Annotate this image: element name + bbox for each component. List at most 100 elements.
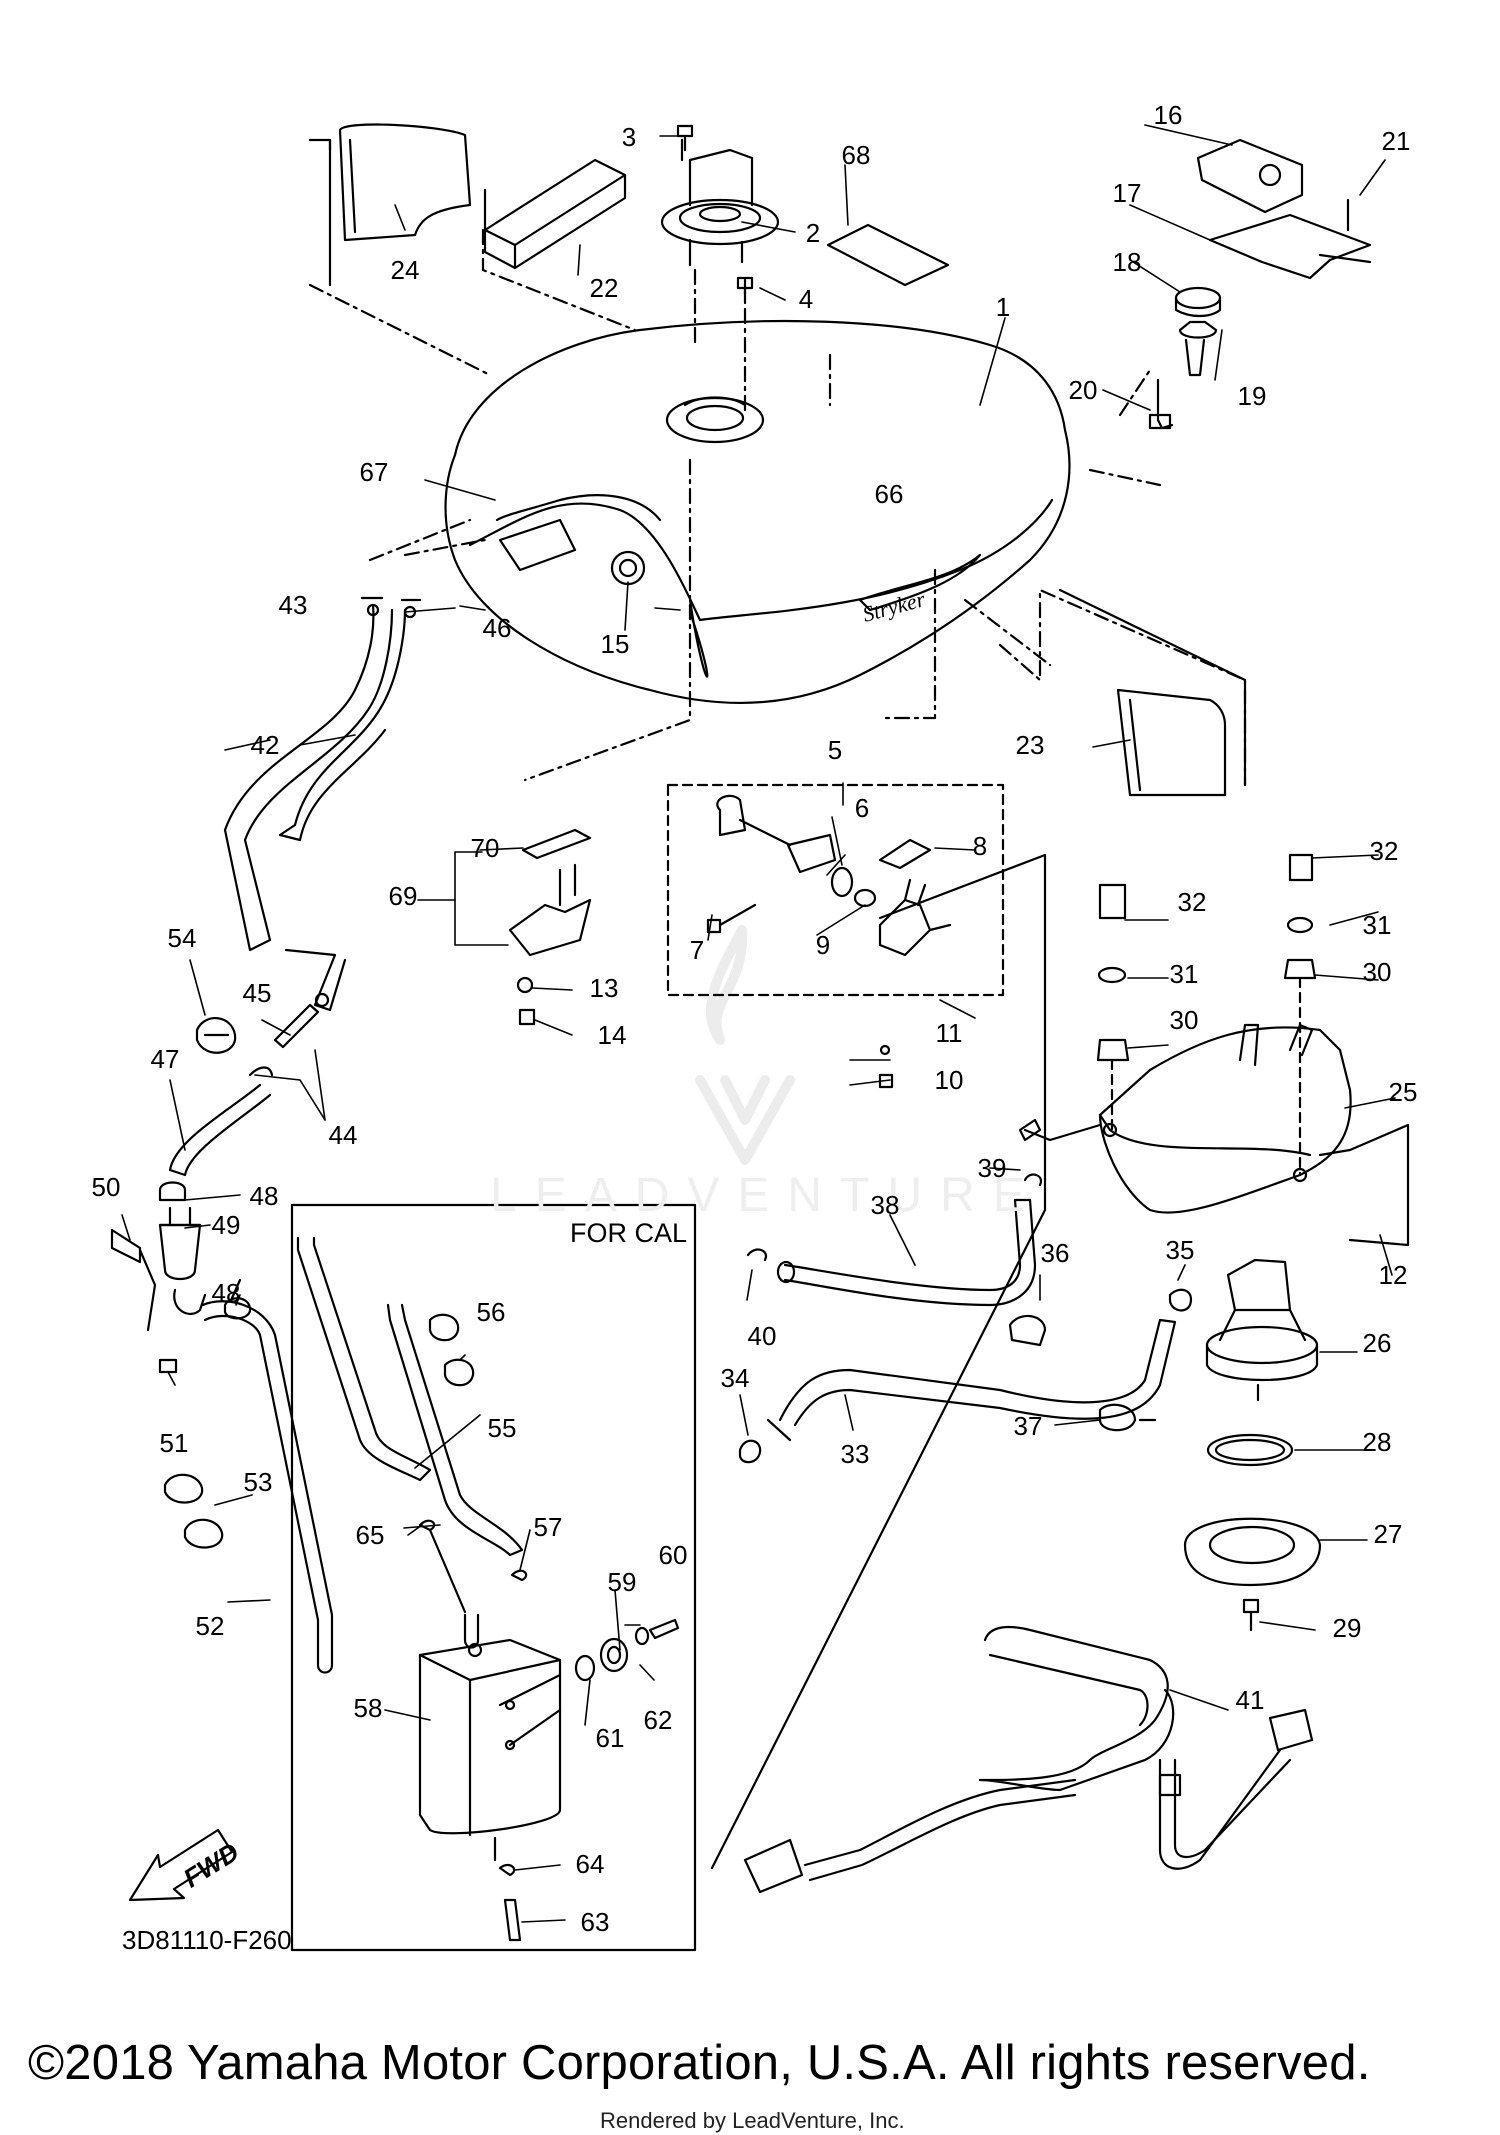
pump-seals bbox=[1183, 1433, 1322, 1632]
callout-25: 25 bbox=[1388, 1077, 1418, 1107]
for-cal-box bbox=[290, 1203, 697, 1952]
callout-53: 53 bbox=[243, 1467, 273, 1497]
callout-11: 11 bbox=[935, 1018, 963, 1048]
callout-61: 61 bbox=[595, 1723, 625, 1753]
callout-54: 54 bbox=[167, 923, 197, 953]
clamps-53 bbox=[163, 1473, 224, 1549]
callout-29: 29 bbox=[1332, 1613, 1362, 1643]
fuel-pump-housing-25 bbox=[1098, 1023, 1410, 1247]
callout-10: 10 bbox=[934, 1065, 964, 1095]
callout-36: 36 bbox=[1040, 1238, 1070, 1268]
part-22-block bbox=[483, 158, 627, 270]
callout-24: 24 bbox=[390, 255, 420, 285]
right-leaders bbox=[710, 853, 1102, 1870]
callout-3: 3 bbox=[621, 122, 637, 152]
callout-44: 44 bbox=[328, 1120, 358, 1150]
canister-58 bbox=[418, 1613, 562, 1942]
callout-30a: 30 bbox=[1362, 957, 1392, 987]
copyright-notice: ©2018 Yamaha Motor Corporation, U.S.A. A… bbox=[28, 2036, 1371, 2090]
part-68-decal bbox=[826, 223, 950, 287]
callout-70: 70 bbox=[470, 833, 500, 863]
callout-2: 2 bbox=[805, 218, 821, 248]
callout-41: 41 bbox=[1235, 1685, 1265, 1715]
hose-38 bbox=[746, 1118, 1043, 1307]
callout-46: 46 bbox=[482, 613, 512, 643]
callout-63: 63 bbox=[580, 1907, 610, 1937]
part-24-panel bbox=[308, 123, 472, 287]
callout-12: 12 bbox=[1378, 1260, 1408, 1290]
fwd-arrow bbox=[128, 1828, 234, 1902]
callout-52: 52 bbox=[195, 1611, 225, 1641]
callout-20: 20 bbox=[1068, 375, 1098, 405]
callout-6: 6 bbox=[854, 793, 870, 823]
diagram-code: 3D81110-F260 bbox=[122, 1925, 292, 1955]
callout-42: 42 bbox=[250, 730, 280, 760]
callout-9: 9 bbox=[815, 930, 831, 960]
callout-28: 28 bbox=[1362, 1427, 1392, 1457]
mount-hardware bbox=[1096, 853, 1317, 1177]
callout-43: 43 bbox=[278, 590, 308, 620]
canister-fittings bbox=[574, 1618, 680, 1682]
callout-5: 5 bbox=[827, 735, 843, 765]
callout-55: 55 bbox=[487, 1413, 517, 1443]
callout-leaders bbox=[121, 124, 1396, 1923]
harness-41 bbox=[743, 1625, 1314, 1894]
left-small-parts bbox=[168, 948, 347, 1177]
callout-57: 57 bbox=[533, 1512, 563, 1542]
callout-51: 51 bbox=[159, 1428, 189, 1458]
callout-4: 4 bbox=[798, 284, 814, 314]
callout-32b: 32 bbox=[1177, 887, 1207, 917]
callout-30b: 30 bbox=[1169, 1005, 1199, 1035]
fuel-pump-26 bbox=[1205, 1258, 1319, 1402]
callout-7: 7 bbox=[689, 935, 705, 965]
callout-60: 60 bbox=[658, 1540, 688, 1570]
part-23-panel bbox=[1058, 588, 1247, 797]
callout-64: 64 bbox=[575, 1849, 605, 1879]
callout-40: 40 bbox=[747, 1321, 777, 1351]
callout-65: 65 bbox=[355, 1520, 385, 1550]
tank-leaders bbox=[308, 138, 1247, 787]
callout-14: 14 bbox=[597, 1020, 627, 1050]
callout-8: 8 bbox=[972, 831, 988, 861]
hoses-42 bbox=[223, 596, 422, 952]
callout-19: 19 bbox=[1237, 381, 1267, 411]
callout-27: 27 bbox=[1373, 1519, 1403, 1549]
callout-33: 33 bbox=[840, 1439, 870, 1469]
hose-52 bbox=[201, 1300, 334, 1674]
callout-67: 67 bbox=[359, 457, 389, 487]
callout-23: 23 bbox=[1015, 730, 1045, 760]
fuel-tank: Stryker bbox=[444, 319, 1071, 704]
fuel-cap-assembly bbox=[660, 124, 780, 302]
callout-48a: 48 bbox=[249, 1181, 279, 1211]
callout-35: 35 bbox=[1165, 1235, 1195, 1265]
callout-48b: 48 bbox=[211, 1278, 241, 1308]
callout-22: 22 bbox=[589, 273, 619, 303]
callout-47: 47 bbox=[150, 1044, 180, 1074]
callout-26: 26 bbox=[1362, 1328, 1392, 1358]
watermark-logo bbox=[695, 925, 795, 1165]
callout-49: 49 bbox=[211, 1210, 241, 1240]
callout-69: 69 bbox=[388, 881, 418, 911]
callout-56: 56 bbox=[476, 1297, 506, 1327]
cal-hoses-55 bbox=[296, 1236, 528, 1614]
bracket-69 bbox=[508, 828, 592, 1026]
callout-31a: 31 bbox=[1362, 910, 1392, 940]
callout-68: 68 bbox=[841, 140, 871, 170]
callout-62: 62 bbox=[643, 1705, 673, 1735]
fuel-cock-parts bbox=[706, 794, 952, 1089]
callout-66: 66 bbox=[874, 479, 904, 509]
callout-31b: 31 bbox=[1169, 959, 1199, 989]
part-15-grommet bbox=[610, 550, 646, 586]
callout-21: 21 bbox=[1381, 126, 1411, 156]
fuel-cock-box bbox=[666, 783, 1005, 997]
callout-18: 18 bbox=[1112, 247, 1142, 277]
callout-58: 58 bbox=[353, 1693, 383, 1723]
callout-16: 16 bbox=[1153, 100, 1183, 130]
callout-59: 59 bbox=[607, 1567, 637, 1597]
callout-50: 50 bbox=[91, 1172, 121, 1202]
bracket-assembly bbox=[1148, 138, 1372, 430]
callout-34: 34 bbox=[720, 1363, 750, 1393]
for-cal-label: FOR CAL bbox=[570, 1218, 688, 1248]
